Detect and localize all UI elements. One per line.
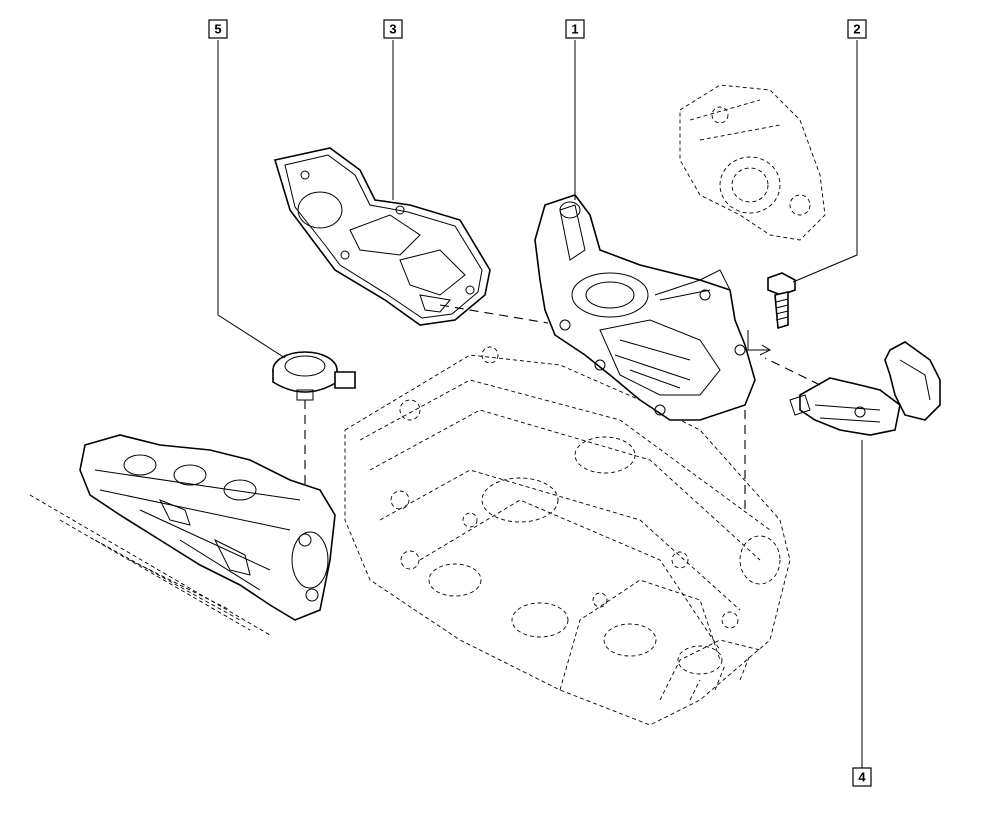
breather-cap-part-5	[272, 351, 356, 401]
cylinder-head-ghost	[344, 346, 791, 726]
throttle-body-ghost	[679, 84, 826, 241]
intake-manifold	[79, 434, 336, 621]
callout-1: 1	[565, 19, 585, 39]
leader-lines	[217, 40, 863, 768]
svg-text:1: 1	[571, 22, 578, 37]
intake-manifold-ghost	[29, 494, 271, 636]
callout-2: 2	[847, 19, 867, 39]
oil-separator-cover-part-1	[534, 194, 756, 421]
svg-text:5: 5	[214, 22, 221, 37]
svg-text:4: 4	[858, 770, 866, 785]
callout-3: 3	[383, 19, 403, 39]
gasket-part-3	[273, 147, 491, 326]
bolt-part-2	[767, 272, 796, 330]
callout-5: 5	[208, 19, 228, 39]
assembly-lines	[304, 304, 821, 510]
svg-text:2: 2	[853, 22, 860, 37]
breather-hose-part-4	[789, 341, 941, 436]
callout-4: 4	[852, 767, 872, 787]
svg-text:3: 3	[389, 22, 396, 37]
